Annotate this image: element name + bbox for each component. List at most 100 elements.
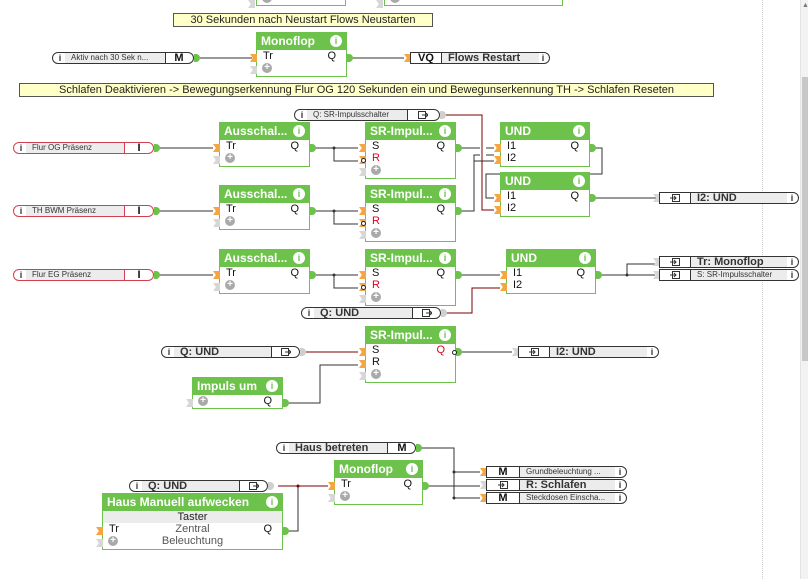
input-pin[interactable] — [213, 144, 220, 152]
info-icon[interactable]: i — [439, 125, 451, 137]
info-icon[interactable]: i — [439, 329, 451, 341]
output-pin[interactable] — [283, 527, 289, 535]
info-icon[interactable]: i — [19, 270, 23, 280]
info-icon[interactable]: i — [790, 257, 794, 267]
output-pin[interactable] — [590, 194, 596, 202]
input-pin[interactable] — [494, 194, 501, 202]
input-pin[interactable] — [213, 283, 220, 291]
object-r-schlafen[interactable]: R: Schlafen i — [486, 479, 627, 491]
output-pin[interactable] — [310, 207, 316, 215]
info-icon[interactable]: i — [266, 380, 278, 392]
object-steckdosen[interactable]: M Steckdosen Einscha... i — [486, 492, 627, 504]
input-pin[interactable] — [653, 194, 660, 202]
object-i2-und-2[interactable]: I2: UND i — [518, 346, 659, 358]
output-pin[interactable] — [154, 207, 160, 215]
input-pin[interactable] — [96, 539, 103, 547]
output-pin[interactable] — [300, 348, 306, 356]
input-pin[interactable] — [359, 295, 366, 303]
info-icon[interactable]: i — [19, 143, 23, 153]
info-icon[interactable]: i — [618, 480, 622, 490]
add-input-icon[interactable]: + — [225, 216, 235, 226]
input-pin[interactable] — [248, 0, 255, 8]
output-pin[interactable] — [283, 399, 289, 407]
input-pin[interactable] — [494, 156, 501, 164]
info-icon[interactable]: i — [541, 53, 545, 63]
output-pin[interactable] — [423, 482, 429, 490]
object-th-bwm-praesenz[interactable]: i TH BWM Präsenz I — [13, 205, 154, 217]
input-pin[interactable] — [480, 481, 487, 489]
input-pin[interactable] — [404, 54, 411, 62]
input-pin[interactable] — [359, 372, 366, 380]
info-icon[interactable]: i — [282, 443, 286, 453]
object-grundbeleuchtung[interactable]: M Grundbeleuchtung ... i — [486, 466, 627, 478]
output-pin[interactable] — [441, 309, 447, 317]
info-icon[interactable]: i — [406, 463, 418, 475]
input-pin[interactable] — [653, 258, 660, 266]
add-input-icon[interactable]: + — [340, 491, 350, 501]
info-icon[interactable]: i — [266, 496, 278, 508]
input-pin[interactable] — [359, 348, 366, 356]
block-partial-left[interactable]: + — [256, 0, 346, 6]
input-pin[interactable] — [359, 271, 366, 279]
block-partial-right[interactable]: + — [384, 0, 563, 6]
add-input-icon[interactable]: + — [225, 280, 235, 290]
add-input-icon[interactable]: + — [371, 292, 381, 302]
input-pin[interactable] — [213, 156, 220, 164]
info-icon[interactable]: i — [573, 125, 585, 137]
info-icon[interactable]: i — [330, 35, 342, 47]
input-pin[interactable] — [653, 271, 660, 279]
add-input-icon[interactable]: + — [371, 228, 381, 238]
info-icon[interactable]: i — [618, 467, 622, 477]
add-input-icon[interactable]: + — [108, 536, 118, 546]
input-pin[interactable] — [500, 283, 507, 291]
output-pin[interactable] — [456, 207, 462, 215]
output-pin[interactable] — [590, 144, 596, 152]
input-pin[interactable] — [213, 219, 220, 227]
object-haus-betreten[interactable]: i Haus betreten M — [276, 442, 416, 454]
input-pin[interactable] — [480, 494, 487, 502]
input-pin[interactable] — [359, 144, 366, 152]
info-icon[interactable]: i — [618, 493, 622, 503]
info-icon[interactable]: i — [19, 206, 23, 216]
scrollbar-thumb[interactable] — [802, 77, 808, 361]
info-icon[interactable]: i — [167, 347, 171, 357]
input-pin[interactable] — [359, 360, 366, 368]
input-pin[interactable] — [494, 206, 501, 214]
output-pin[interactable] — [456, 271, 462, 279]
object-flows-restart[interactable]: VQ Flows Restart i — [410, 52, 550, 64]
input-pin[interactable] — [328, 494, 335, 502]
input-pin[interactable] — [96, 527, 103, 535]
output-pin[interactable] — [456, 348, 462, 356]
object-q-und-1[interactable]: i Q: UND — [301, 307, 441, 319]
add-input-icon[interactable]: + — [390, 0, 400, 3]
info-icon[interactable]: i — [293, 252, 305, 264]
add-input-icon[interactable]: + — [262, 63, 272, 73]
info-icon[interactable]: i — [135, 481, 139, 491]
output-pin[interactable] — [456, 144, 462, 152]
object-tr-monoflop[interactable]: Tr: Monoflop i — [659, 256, 799, 268]
input-pin[interactable] — [480, 468, 487, 476]
comment-sleep[interactable]: Schlafen Deaktivieren -> Bewegungserkenn… — [19, 83, 714, 97]
output-pin[interactable] — [416, 444, 422, 452]
output-pin[interactable] — [194, 54, 200, 62]
info-icon[interactable]: i — [58, 53, 62, 63]
add-input-icon[interactable]: + — [371, 369, 381, 379]
input-pin[interactable] — [213, 207, 220, 215]
object-s-sr-impulsschalter[interactable]: S: SR-Impulsschalter i — [659, 269, 799, 281]
input-pin[interactable] — [376, 0, 383, 8]
info-icon[interactable]: i — [293, 188, 305, 200]
output-pin[interactable] — [154, 271, 160, 279]
input-pin[interactable] — [186, 399, 193, 407]
info-icon[interactable]: i — [307, 308, 311, 318]
input-pin[interactable] — [359, 207, 366, 215]
input-pin[interactable] — [500, 271, 507, 279]
input-pin[interactable] — [512, 348, 519, 356]
